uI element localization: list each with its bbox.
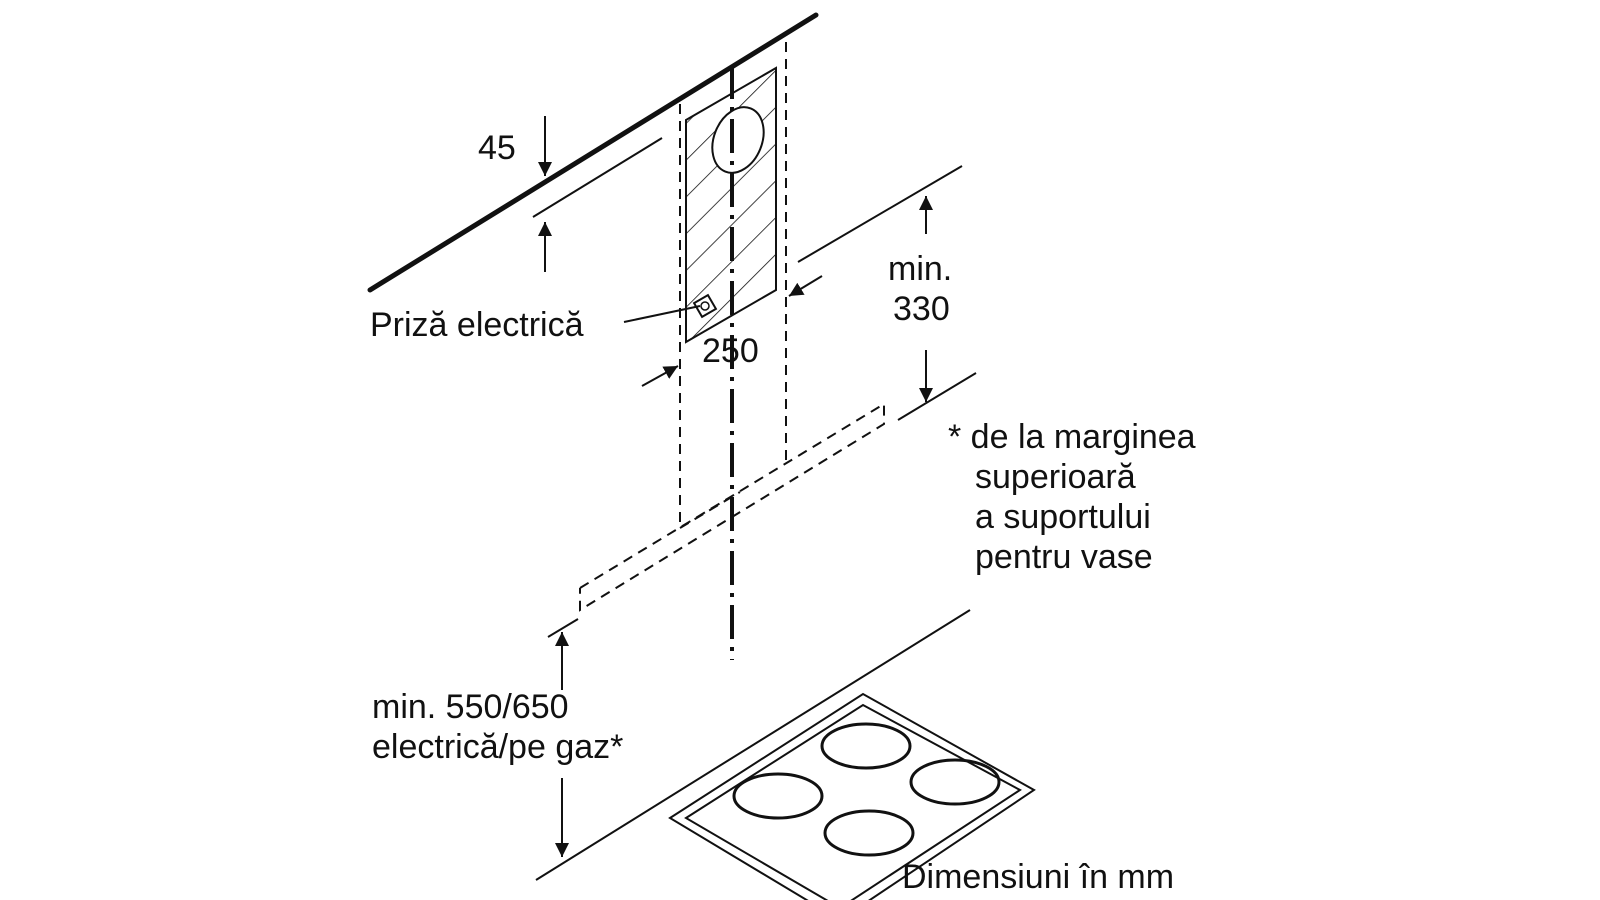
burner-back [820,722,912,770]
burner-front [823,809,915,857]
hood-canopy-outline [579,402,885,612]
ceiling-line [367,12,819,293]
footnote-line-3: a suportului [975,498,1151,536]
min-value-label: 330 [893,290,950,328]
footnote-line-1: * de la marginea [948,418,1196,456]
width-label: 250 [702,332,759,370]
units-label: Dimensiuni în mm [902,858,1174,896]
countertop-edge [535,609,971,881]
dim-250-arrow-left [641,365,679,387]
burner-right [909,758,1001,806]
dim-250-arrow-right [788,275,823,297]
socket-label: Priză electrică [370,306,584,344]
exhaust-opening [711,106,765,174]
chimney-top-line [532,137,663,218]
socket-icon [692,293,718,319]
gap-top-label: 45 [478,129,516,167]
height-label-line-1: min. 550/650 [372,688,569,726]
hood-bottom-ref [547,618,579,638]
height-label-line-2: electrică/pe gaz* [372,728,623,766]
hob [668,692,1036,900]
min-label: min. [888,250,952,288]
ref-line-lower [897,372,977,421]
footnote-line-2: superioară [975,458,1136,496]
burner-left [732,772,824,820]
ref-line-upper [797,165,963,263]
socket-leader [623,305,701,323]
footnote-line-4: pentru vase [975,538,1153,576]
